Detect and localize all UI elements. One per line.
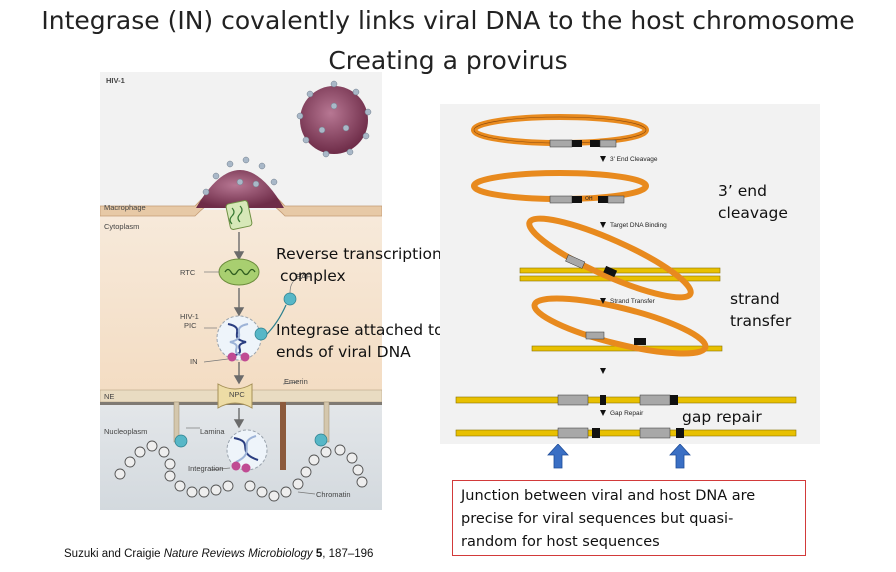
pic-label-line1: HIV-1	[180, 312, 199, 321]
hiv-label: HIV-1	[106, 76, 125, 85]
macrophage-label: Macrophage	[104, 203, 146, 212]
citation-journal: Nature Reviews Microbiology	[163, 548, 313, 560]
strand-transfer-callout: strand transfer	[730, 288, 791, 332]
junction-note-line3: random for host sequences	[461, 534, 660, 550]
rtc-callout: Reverse transcription complex	[276, 243, 442, 287]
integration-steps-diagram: OH	[455, 114, 797, 439]
citation: Suzuki and Craigie Nature Reviews Microb…	[64, 548, 373, 560]
rtc-callout-line1: Reverse transcription	[276, 245, 442, 263]
rtc-label: RTC	[180, 268, 196, 277]
hiv-infection-figure: HIV-1 Macrophage Cytoplasm RTC BAF HIV-1…	[99, 72, 383, 510]
junction-note-box: Junction between viral and host DNA are …	[452, 480, 806, 556]
gap-repair-callout: gap repair	[682, 408, 762, 426]
junction-note-line1: Junction between viral and host DNA are	[461, 488, 756, 504]
citation-pages: , 187–196	[322, 548, 374, 560]
in-label: IN	[190, 357, 198, 366]
integration-label: Integration	[188, 464, 224, 473]
nucleoplasm-label: Nucleoplasm	[104, 427, 148, 436]
cytoplasm-label: Cytoplasm	[104, 222, 140, 231]
step-target-dna-binding: Target DNA Binding	[610, 222, 667, 229]
integrase-callout-line1: Integrase attached to	[276, 321, 444, 339]
citation-authors: Suzuki and Craigie	[64, 548, 164, 560]
up-arrow-icon	[669, 444, 691, 469]
step-gap-repair: Gap Repair	[610, 410, 644, 417]
ne-label: NE	[104, 392, 115, 401]
baf-label: BAF	[296, 272, 311, 281]
integrase-callout-line2: ends of viral DNA	[276, 343, 411, 361]
svg-text:OH: OH	[585, 196, 593, 202]
lamina-label: Lamina	[200, 427, 225, 436]
slide-title-line1: Integrase (IN) covalently links viral DN…	[41, 6, 855, 35]
strand-transfer-callout-line1: strand	[730, 290, 780, 308]
step-strand-transfer: Strand Transfer	[610, 298, 655, 305]
integration-steps-figure: OH 3' End Cleavage Target DN	[440, 104, 820, 444]
chromatin-label: Chromatin	[316, 490, 351, 499]
cleavage-callout: 3’ end cleavage	[718, 180, 788, 224]
pic-label-line2: PIC	[184, 321, 197, 330]
strand-transfer-callout-line2: transfer	[730, 312, 792, 330]
junction-note-line2: precise for viral sequences but quasi-	[461, 511, 734, 527]
junction-arrows	[547, 444, 691, 469]
cleavage-callout-line2: cleavage	[718, 204, 788, 222]
up-arrow-icon	[547, 444, 569, 469]
npc-label: NPC	[229, 390, 245, 399]
step-3-end-cleavage: 3' End Cleavage	[610, 156, 658, 163]
emerin-label: Emerin	[284, 377, 308, 386]
slide-title-line2: Creating a provirus	[328, 46, 568, 75]
citation-volume: 5	[315, 548, 323, 560]
cleavage-callout-line1: 3’ end	[718, 182, 767, 200]
rtc-callout-line2: complex	[280, 267, 346, 285]
integrase-callout: Integrase attached to ends of viral DNA	[276, 319, 444, 363]
hiv-infection-illustration	[99, 72, 383, 510]
